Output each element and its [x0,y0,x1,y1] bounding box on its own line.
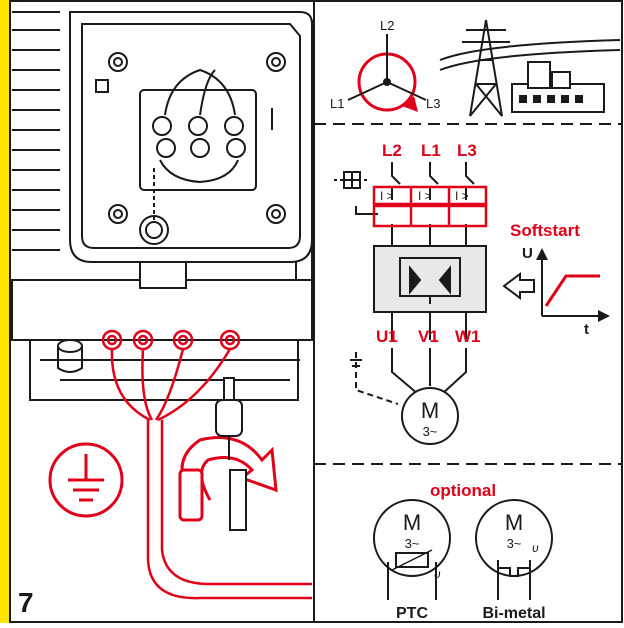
cable-wiring [101,329,312,600]
ptc-theta-symbol: υ [434,567,441,581]
motor-terminal-box-illustration [11,11,313,401]
motor-symbol: M 3~ [401,387,459,445]
ptc-motor-phase: 3~ [405,536,420,551]
phase-l3-label: L3 [426,96,440,111]
ptc-motor-letter: M [403,510,421,535]
graph-y-label: U [522,245,533,262]
terminal-u1-label: U1 [376,327,398,346]
factory-icon [511,61,605,113]
manual-switch-icon [343,171,361,189]
phase-l1-label: L1 [330,96,344,111]
yellow-side-bar [0,0,10,623]
motor-terminal-labels: U1 V1 W1 [376,327,481,346]
softstart-label: Softstart [510,221,580,240]
step-number: 7 [18,587,34,618]
optional-label: optional [430,481,496,500]
ptc-label: PTC [396,605,428,622]
relay-symbol-1: I > [380,189,394,203]
bimetal-motor-symbol: M 3~ υ Bi-metal [475,499,553,622]
supply-l2-label: L2 [382,141,402,160]
motor-letter: M [421,398,439,423]
bimetal-motor-letter: M [505,510,523,535]
bimetal-label: Bi-metal [482,605,545,622]
supply-l1-label: L1 [421,141,441,160]
terminal-v1-label: V1 [418,327,439,346]
screw-bolt-illustration [215,377,247,531]
relay-symbol-3: I > [455,189,469,203]
graph-x-label: t [584,321,589,338]
tighten-rotation-icon [178,436,278,522]
phase-rotation-icon: L2 L1 L3 [330,18,440,112]
softstart-ramp-graph: U t [502,245,610,338]
softstarter-box [373,245,487,313]
page-frame [9,0,623,623]
bimetal-motor-phase: 3~ [507,536,522,551]
phase-l2-label: L2 [380,18,394,33]
supply-labels: L2 L1 L3 [382,141,477,160]
ptc-motor-symbol: M 3~ υ PTC [373,499,451,622]
motor-phase: 3~ [423,424,438,439]
earth-ground-icon [48,442,124,518]
power-line-pylon-icon [439,19,621,117]
overload-relay-block: I > I > I > [372,185,488,228]
bimetal-theta-symbol: υ [532,541,539,555]
supply-l3-label: L3 [457,141,477,160]
terminal-w1-label: W1 [455,327,481,346]
relay-symbol-2: I > [418,189,432,203]
